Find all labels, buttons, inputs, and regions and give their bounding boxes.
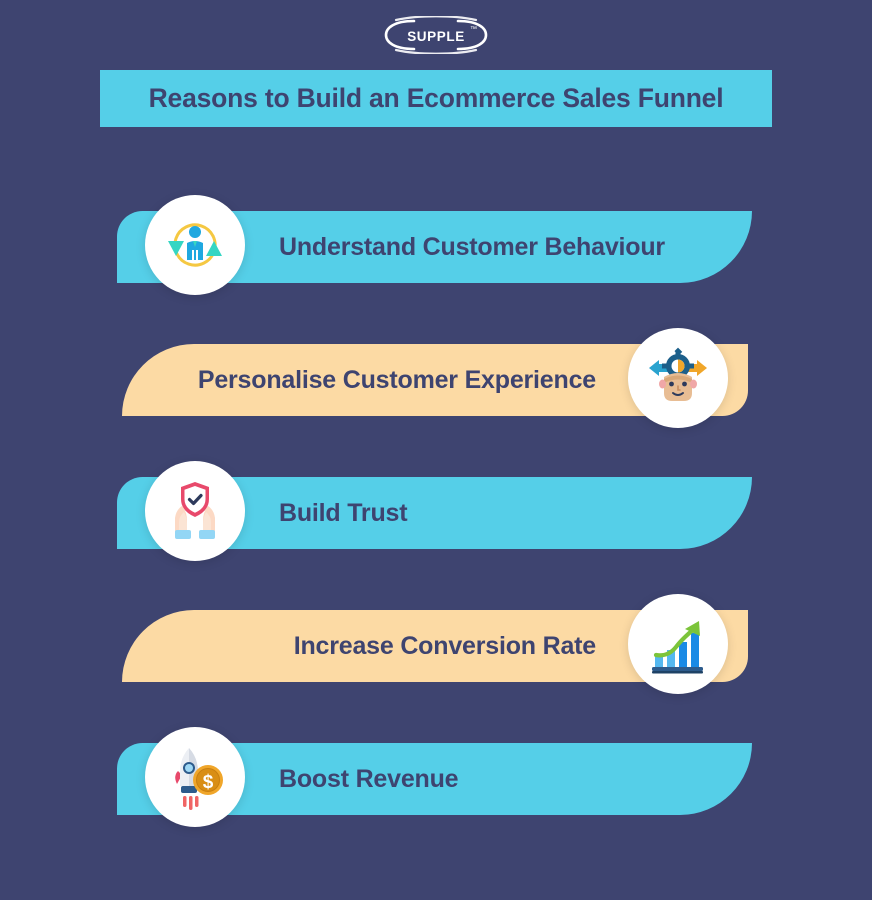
list-item: Understand Customer Behaviour (0, 193, 872, 313)
logo-wordmark: SUPPLE (407, 29, 465, 44)
list-item: Increase Conversion Rate (0, 592, 872, 712)
list-item: Build Trust (0, 459, 872, 579)
row-icon-circle (145, 195, 245, 295)
page-title: Reasons to Build an Ecommerce Sales Funn… (148, 83, 724, 113)
brand-logo: SUPPLE ™ (0, 16, 872, 54)
swoosh-ellipse-icon: SUPPLE ™ (384, 16, 488, 54)
logo-trademark: ™ (470, 26, 477, 33)
growth-chart-icon (652, 621, 703, 674)
row-label: Understand Customer Behaviour (279, 232, 665, 261)
row-icon-circle: $ (145, 727, 245, 827)
shield-hands-icon (175, 482, 215, 539)
list-item: Personalise Customer Experience (0, 326, 872, 446)
list-item: Boost Revenue $ (0, 725, 872, 845)
row-label: Boost Revenue (279, 764, 459, 793)
svg-text:$: $ (203, 772, 214, 793)
rocket-coin-icon: $ (175, 748, 223, 810)
head-gear-icon (649, 347, 707, 401)
row-icon-circle (628, 594, 728, 694)
customer-behaviour-icon (168, 223, 222, 267)
row-label: Increase Conversion Rate (293, 631, 596, 660)
row-label: Build Trust (279, 498, 408, 527)
row-label: Personalise Customer Experience (197, 365, 596, 394)
page-title-banner: Reasons to Build an Ecommerce Sales Funn… (100, 70, 772, 127)
row-icon-circle (145, 461, 245, 561)
row-icon-circle (628, 328, 728, 428)
